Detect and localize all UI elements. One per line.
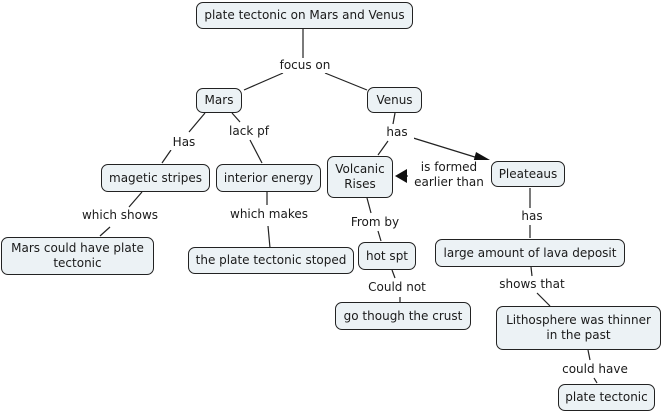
edge <box>161 149 172 164</box>
edge <box>377 140 389 156</box>
link-which-makes: which makes <box>225 207 313 222</box>
edge <box>593 377 598 384</box>
node-mars[interactable]: Mars <box>196 88 242 113</box>
link-could-not: Could not <box>363 280 431 295</box>
edge <box>188 112 206 133</box>
link-has-plateaus: has <box>515 209 549 224</box>
edge <box>243 72 284 91</box>
node-interior-energy[interactable]: interior energy <box>216 164 321 192</box>
node-volcanic-rises[interactable]: Volcanic Rises <box>327 156 393 198</box>
edge <box>128 191 143 208</box>
link-which-shows: which shows <box>77 208 163 223</box>
edge <box>530 266 533 277</box>
node-plate-tectonic-stoped[interactable]: the plate tectonic stoped <box>188 247 354 274</box>
link-lack-pf: lack pf <box>224 124 274 139</box>
node-lithosphere[interactable]: Lithosphere was thinner in the past <box>496 306 661 350</box>
edge <box>249 139 263 164</box>
node-root[interactable]: plate tectonic on Mars and Venus <box>196 2 413 29</box>
edge <box>392 112 396 125</box>
link-formed-earlier: is formed earlier than <box>408 160 490 190</box>
link-has-venus: has <box>380 125 414 140</box>
edge <box>231 112 241 123</box>
edge <box>366 197 372 214</box>
node-crust[interactable]: go though the crust <box>335 302 471 330</box>
link-focus-on: focus on <box>275 58 335 73</box>
edge <box>536 292 551 307</box>
edge <box>377 230 382 242</box>
link-from-by: From by <box>345 215 405 230</box>
node-plate-tectonic[interactable]: plate tectonic <box>558 384 655 411</box>
node-hot-spot[interactable]: hot spt <box>358 242 416 270</box>
arrowhead <box>395 169 407 183</box>
node-venus[interactable]: Venus <box>367 87 422 113</box>
edge <box>324 72 368 91</box>
edge <box>267 225 271 249</box>
node-mars-could-have[interactable]: Mars could have plate tectonic <box>1 237 154 275</box>
edge <box>587 349 591 361</box>
edge <box>409 136 479 159</box>
node-lava-deposit[interactable]: large amount of lava deposit <box>435 239 625 267</box>
link-could-have: could have <box>558 362 632 377</box>
edge <box>391 269 396 279</box>
node-plateaus[interactable]: Pleateaus <box>491 161 565 187</box>
link-shows-that: shows that <box>493 277 571 292</box>
edge <box>99 226 111 237</box>
node-magnetic-stripes[interactable]: magetic stripes <box>101 164 210 192</box>
link-has-mars: Has <box>167 135 201 150</box>
